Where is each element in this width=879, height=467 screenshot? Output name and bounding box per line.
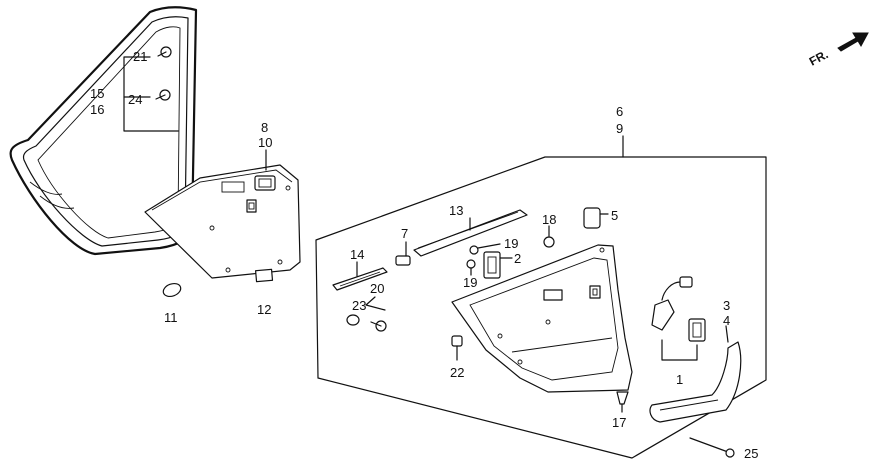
label-part-22: 22 bbox=[450, 365, 464, 380]
label-part-20: 20 bbox=[370, 281, 384, 296]
clip-18 bbox=[543, 225, 555, 248]
label-part-19-top: 19 bbox=[504, 236, 518, 251]
screw-20 bbox=[370, 320, 387, 332]
pad-12 bbox=[254, 268, 274, 283]
screw-25 bbox=[689, 437, 735, 458]
label-part-25: 25 bbox=[744, 446, 758, 461]
label-part-16: 16 bbox=[90, 102, 104, 117]
label-part-23: 23 bbox=[352, 298, 366, 313]
clip-17 bbox=[616, 391, 629, 413]
power-window-switch-1 bbox=[651, 276, 706, 361]
label-part-6: 6 bbox=[616, 104, 623, 119]
label-part-14: 14 bbox=[350, 247, 364, 262]
pad-11 bbox=[162, 282, 182, 298]
arrow-icon bbox=[837, 32, 869, 52]
assembly-outline bbox=[315, 135, 767, 459]
main-door-panel bbox=[451, 244, 633, 393]
clip-22 bbox=[451, 335, 463, 361]
trim-strip-13 bbox=[413, 209, 528, 257]
label-part-19-bottom: 19 bbox=[463, 275, 477, 290]
clip-7 bbox=[395, 241, 411, 266]
label-part-8: 8 bbox=[261, 120, 268, 135]
label-part-7: 7 bbox=[401, 226, 408, 241]
label-part-5: 5 bbox=[611, 208, 618, 223]
label-part-24: 24 bbox=[128, 92, 142, 107]
label-part-10: 10 bbox=[258, 135, 272, 150]
front-direction-indicator: FR. bbox=[807, 32, 869, 69]
label-part-21: 21 bbox=[133, 49, 147, 64]
label-part-2: 2 bbox=[514, 251, 521, 266]
trim-piece-14 bbox=[332, 261, 388, 291]
screw-19-bottom bbox=[466, 259, 476, 276]
label-part-9: 9 bbox=[616, 121, 623, 136]
label-part-3: 3 bbox=[723, 298, 730, 313]
door-lining-panel bbox=[144, 149, 301, 279]
label-part-15: 15 bbox=[90, 86, 104, 101]
bracket-15-16 bbox=[123, 56, 179, 132]
pad-5 bbox=[583, 207, 609, 229]
bracket-20-23 bbox=[365, 296, 386, 311]
handle-bezel-2 bbox=[483, 251, 513, 279]
clip-24 bbox=[155, 89, 171, 101]
label-part-13: 13 bbox=[449, 203, 463, 218]
label-part-18: 18 bbox=[542, 212, 556, 227]
label-part-11: 11 bbox=[164, 310, 178, 325]
front-label: FR. bbox=[807, 47, 831, 68]
label-part-1: 1 bbox=[676, 372, 683, 387]
label-part-12: 12 bbox=[257, 302, 271, 317]
clip-21 bbox=[157, 46, 172, 58]
screw-23 bbox=[346, 314, 360, 326]
label-part-17: 17 bbox=[612, 415, 626, 430]
label-part-4: 4 bbox=[723, 313, 730, 328]
armrest-3-4 bbox=[649, 325, 742, 423]
screw-19-top bbox=[469, 243, 501, 255]
